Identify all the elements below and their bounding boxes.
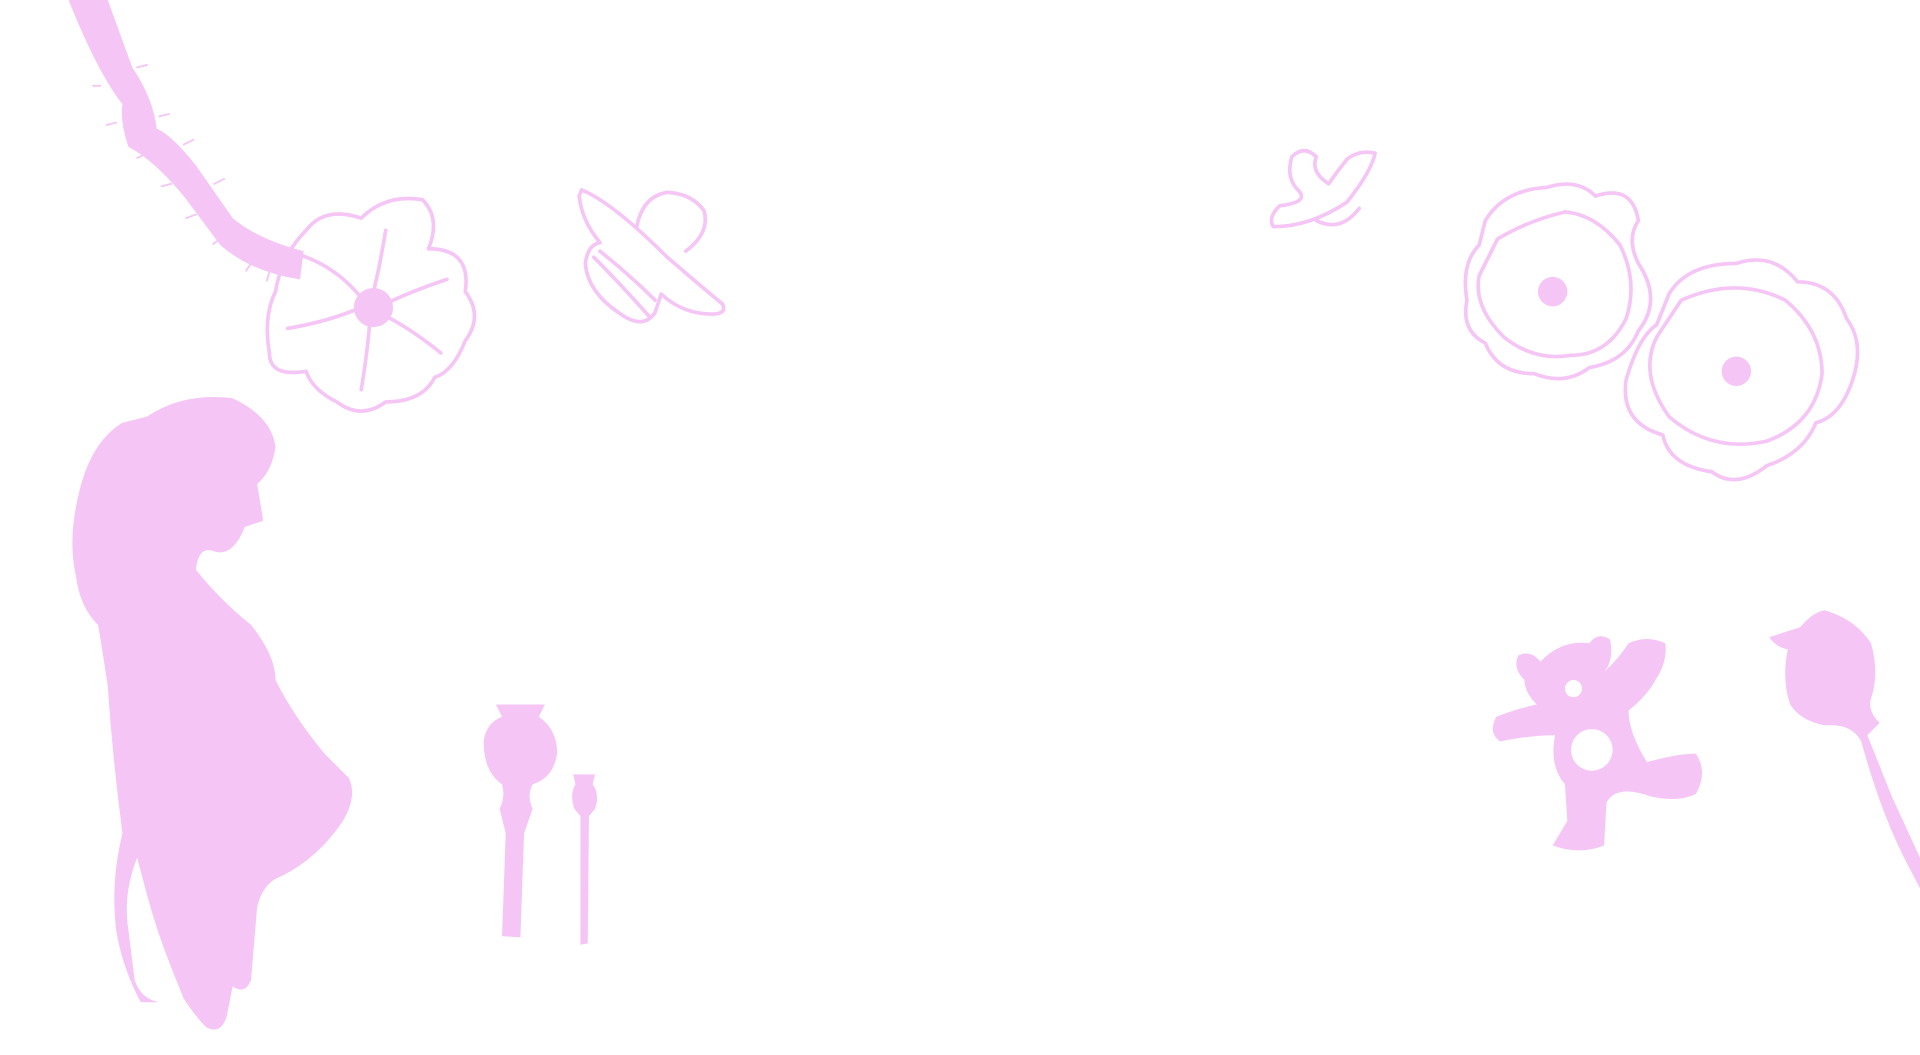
poppy-pod-icon bbox=[483, 704, 558, 938]
flower-icon bbox=[1623, 258, 1860, 482]
flower-icon bbox=[1463, 182, 1653, 381]
branch-icon bbox=[68, 0, 304, 282]
pacifier-icon bbox=[577, 188, 726, 324]
flower-icon bbox=[265, 196, 477, 413]
poppy-pod-icon bbox=[572, 774, 598, 945]
teddy-bear-icon bbox=[1492, 636, 1703, 851]
poppy-pod-icon bbox=[1769, 610, 1920, 889]
butterfly-icon bbox=[1269, 148, 1377, 229]
pregnant-woman-icon bbox=[72, 397, 353, 1030]
